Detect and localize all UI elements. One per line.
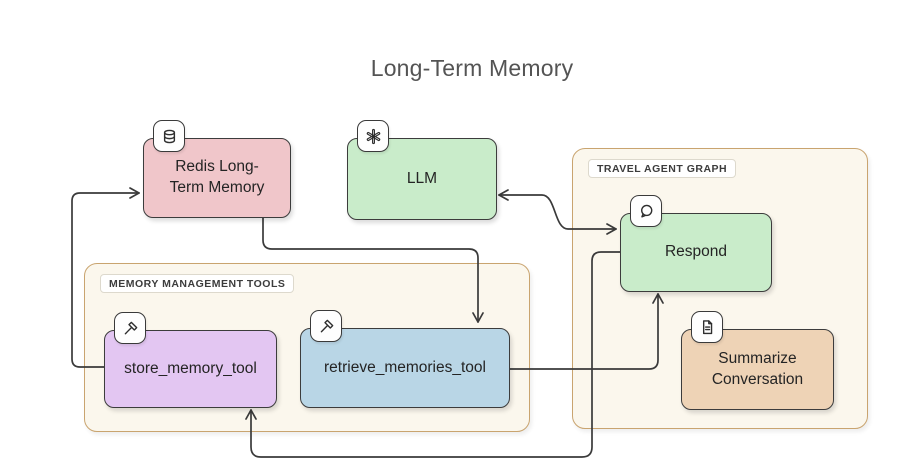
node-retrieve-memories-tool: retrieve_memories_tool [300, 310, 510, 408]
hammer-icon [124, 321, 137, 334]
node-icon-badge [630, 195, 662, 227]
node-label: store_memory_tool [124, 359, 257, 377]
group-label-memory-management-tools: MEMORY MANAGEMENT TOOLS [100, 274, 295, 293]
node-llm: LLM [347, 120, 497, 220]
document-icon [702, 319, 712, 334]
diagram-title: Long-Term Memory [370, 55, 574, 81]
database-icon [163, 129, 175, 143]
node-icon-badge [310, 310, 342, 342]
node-label: Respond [664, 243, 728, 261]
node-icon-badge [153, 120, 185, 152]
node-label: retrieve_memories_tool [324, 358, 486, 376]
node-icon-badge [691, 311, 723, 343]
node-icon-badge [357, 120, 389, 152]
group-label-travel-agent-graph: TRAVEL AGENT GRAPH [588, 159, 737, 178]
openai-icon [366, 128, 380, 144]
node-respond: Respond [620, 195, 772, 292]
node-redis-long-term-memory: Redis Long-Term Memory [143, 120, 291, 218]
node-summarize-conversation: Summarize Conversation [681, 311, 834, 410]
speech-bubble-icon [640, 204, 652, 218]
node-icon-badge [114, 312, 146, 344]
hammer-icon [320, 319, 333, 332]
node-store-memory-tool: store_memory_tool [104, 312, 277, 408]
node-label: LLM [406, 169, 438, 187]
node-label: Redis Long-Term Memory [169, 158, 265, 196]
node-label: Summarize Conversation [711, 349, 804, 388]
